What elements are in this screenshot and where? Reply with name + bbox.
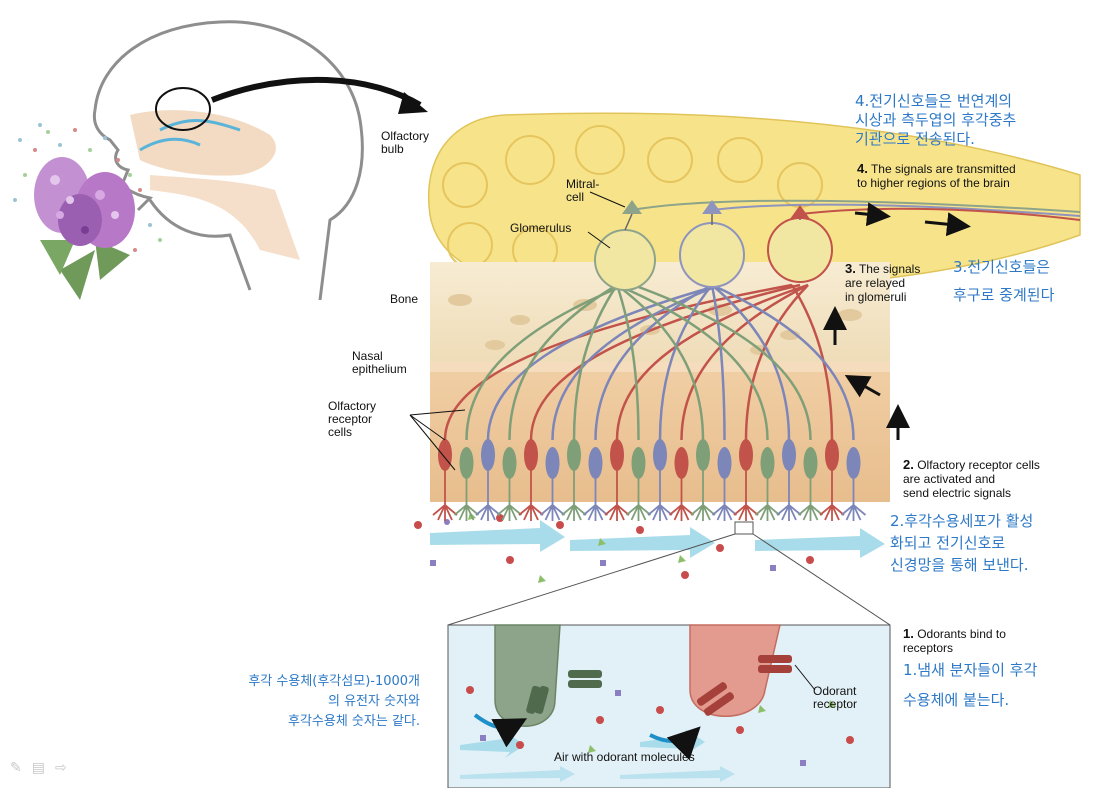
receptor-cell-body <box>782 439 796 471</box>
label-glomerulus: Glomerulus <box>510 222 571 235</box>
korean-step2: 2.후각수용세포가 활성 화되고 전기신호로 신경망을 통해 보낸다. <box>890 510 1033 576</box>
receptor-cell-body <box>847 447 861 479</box>
pen-icon[interactable]: ✎ <box>10 760 22 776</box>
receptor-cell-body <box>696 439 710 471</box>
label-odorant-receptor: Odorant receptor <box>813 685 857 711</box>
label-mitral-cell: Mitral- cell <box>566 178 599 204</box>
receptor-cell-body <box>546 447 560 479</box>
label-bone: Bone <box>390 293 418 306</box>
label-air-with-odorants: Air with odorant molecules <box>554 751 695 764</box>
receptor-cell-body <box>761 447 775 479</box>
step-3-caption: 3. The signals are relayed in glomeruli <box>845 262 920 304</box>
head-profile <box>94 22 362 300</box>
receptor-cell-body <box>524 439 538 471</box>
receptor-cell-body <box>481 439 495 471</box>
airflow-arrows <box>430 520 885 558</box>
receptor-cell-body <box>804 447 818 479</box>
korean-step4: 4.전기신호들은 번연계의 시상과 측두엽의 후각중추 기관으로 전송된다. <box>855 92 1016 149</box>
receptor-cell-body <box>438 439 452 471</box>
receptor-cell-body <box>589 447 603 479</box>
label-olfactory-bulb: Olfactory bulb <box>381 130 429 156</box>
zoom-box <box>735 522 753 534</box>
callout-arrow <box>212 80 420 105</box>
lilac-flower-illustration <box>34 157 135 300</box>
receptor-cell-body <box>610 439 624 471</box>
label-olfactory-receptor-cells: Olfactory receptor cells <box>328 400 376 439</box>
step-1-caption: 1. Odorants bind to receptors <box>903 627 1006 655</box>
step-2-caption: 2. Olfactory receptor cells are activate… <box>903 458 1040 500</box>
menu-icon[interactable]: ▤ <box>32 760 45 776</box>
next-arrow-icon[interactable]: ⇨ <box>55 760 67 776</box>
receptor-cell-body <box>503 447 517 479</box>
label-nasal-epithelium: Nasal epithelium <box>352 350 407 376</box>
korean-note: 후각 수용체(후각섬모)-1000개 의 유전자 숫자와 후각수용체 숫자는 같… <box>175 672 420 732</box>
receptor-cell-body <box>632 447 646 479</box>
receptor-cell-body <box>675 447 689 479</box>
receptor-cell-body <box>653 439 667 471</box>
korean-step3: 3.전기신호들은 후구로 중계된다 <box>953 260 1054 302</box>
receptor-cell-body <box>825 439 839 471</box>
receptor-cell-body <box>739 439 753 471</box>
receptor-cell-body <box>718 447 732 479</box>
receptor-cell-body <box>460 447 474 479</box>
step-4-caption: 4. The signals are transmitted to higher… <box>857 162 1016 190</box>
slide-controls: ✎ ▤ ⇨ <box>10 760 77 776</box>
korean-step1: 1.냄새 분자들이 후각 수용체에 붙는다. <box>903 663 1037 708</box>
receptor-cell-body <box>567 439 581 471</box>
